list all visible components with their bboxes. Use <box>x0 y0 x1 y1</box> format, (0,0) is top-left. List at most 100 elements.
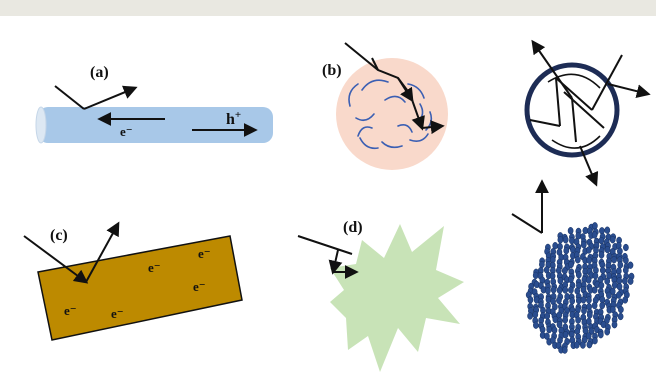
nanoparticle <box>580 341 586 349</box>
nanoparticle <box>546 325 553 334</box>
nanoparticle <box>544 312 551 320</box>
nanoparticle <box>627 277 634 285</box>
incident-ray-plate <box>23 235 89 284</box>
hole-label: h+ <box>226 109 241 128</box>
panel-label-c: (c) <box>50 227 68 244</box>
nanoparticle <box>592 337 598 345</box>
nanoparticle <box>591 231 598 239</box>
nanoparticle <box>533 321 539 329</box>
nanowire-end-cap <box>35 106 47 144</box>
nanoparticle <box>592 272 599 280</box>
scattered-ray-1 <box>397 77 414 103</box>
nanoparticle <box>617 312 624 321</box>
hollow-shell <box>524 62 620 158</box>
panel-label-a: (a) <box>90 64 109 81</box>
nanoparticle <box>604 245 611 254</box>
nanoparticle <box>598 251 605 259</box>
nanoparticle <box>586 296 592 304</box>
nanoparticle <box>557 277 564 285</box>
nanoparticle <box>586 256 593 264</box>
reflected-ray-plate <box>85 221 120 283</box>
nanoparticle <box>585 276 592 284</box>
nanoparticle <box>598 236 605 245</box>
nanoparticle <box>568 260 574 269</box>
nanoparticle <box>611 321 618 329</box>
panel-b: (b) <box>322 42 448 170</box>
hollow-shell-panel <box>524 39 651 187</box>
nanoparticle <box>561 346 568 354</box>
scattering-sphere <box>336 58 448 170</box>
nanoparticle <box>622 266 629 274</box>
nanoparticle <box>569 297 576 305</box>
nanoparticle <box>611 256 617 264</box>
reflected-ray <box>83 85 138 110</box>
incident-ray-cluster <box>511 213 543 234</box>
nanoparticle <box>567 227 574 235</box>
nanoparticle <box>562 286 569 294</box>
nanoparticle <box>609 236 616 244</box>
nanoparticle <box>569 237 575 245</box>
inner-wall-arc-1 <box>547 73 601 89</box>
nanoparticle <box>599 301 606 310</box>
incident-ray-shell <box>591 54 623 111</box>
plate-electron-5: e⁻ <box>111 306 124 321</box>
plate-electron-3: e⁻ <box>193 279 206 294</box>
nanoparticle <box>627 261 634 269</box>
nanoparticle <box>580 296 587 304</box>
nanoparticle <box>574 256 581 264</box>
panel-a: (a) e⁻ h+ <box>35 64 273 144</box>
nanoparticle <box>556 286 563 294</box>
nanoparticle <box>586 341 593 349</box>
internal-ray-1 <box>555 77 593 111</box>
exit-ray-topleft <box>531 39 573 99</box>
nanoparticle <box>581 307 587 315</box>
panel-d: (d) <box>297 219 464 372</box>
internal-ray-4 <box>571 97 577 143</box>
nanoparticle <box>527 312 533 320</box>
incident-ray-star <box>297 235 353 255</box>
nanoparticle <box>550 286 557 294</box>
nanowire-body <box>38 107 273 143</box>
nanoparticle <box>622 296 629 304</box>
exit-ray-bottom <box>579 145 599 187</box>
scattered-ray-2 <box>421 120 445 135</box>
panel-label-b: (b) <box>322 62 342 79</box>
panel-c: (c) e⁻ e⁻ e⁻ e⁻ e⁻ e⁻ <box>23 221 243 341</box>
nanoparticle <box>562 331 569 339</box>
particle-cluster-panel <box>511 179 635 354</box>
nanoparticle <box>604 328 611 336</box>
nanoparticle <box>539 260 545 269</box>
internal-ray-3 <box>529 119 561 127</box>
nanoparticle <box>617 261 624 269</box>
exit-ray-right <box>607 83 651 99</box>
internal-ray-5 <box>563 91 605 129</box>
nanoparticle <box>623 256 629 265</box>
reflected-ray-star <box>328 249 343 275</box>
nanoparticle <box>597 331 604 339</box>
nanoparticle <box>591 286 598 294</box>
nanoparticle <box>562 316 569 324</box>
nanoparticle <box>545 287 551 295</box>
plate-electron-1: e⁻ <box>148 260 161 275</box>
nanoparticle <box>585 246 592 254</box>
nanoparticle <box>618 305 624 314</box>
nanoparticle <box>561 267 568 275</box>
nanoparticle <box>591 301 598 310</box>
nanoparticle <box>586 311 593 319</box>
panel-label-d: (d) <box>343 219 363 236</box>
nanoparticle <box>532 271 539 280</box>
star-particle <box>330 224 464 372</box>
plate-electron-4: e⁻ <box>64 303 77 318</box>
nanoparticle <box>615 291 622 299</box>
nanoparticle <box>606 291 612 299</box>
nanoparticle <box>623 243 629 252</box>
nanoparticle <box>580 241 587 249</box>
electron-label: e⁻ <box>120 124 133 139</box>
nanoparticle <box>563 247 570 255</box>
top-banner <box>0 0 656 16</box>
incident-ray <box>54 85 85 110</box>
inner-wall-arc-2 <box>551 135 601 149</box>
nanoparticle-cluster <box>525 222 635 354</box>
scattered-ray-3 <box>371 57 379 71</box>
